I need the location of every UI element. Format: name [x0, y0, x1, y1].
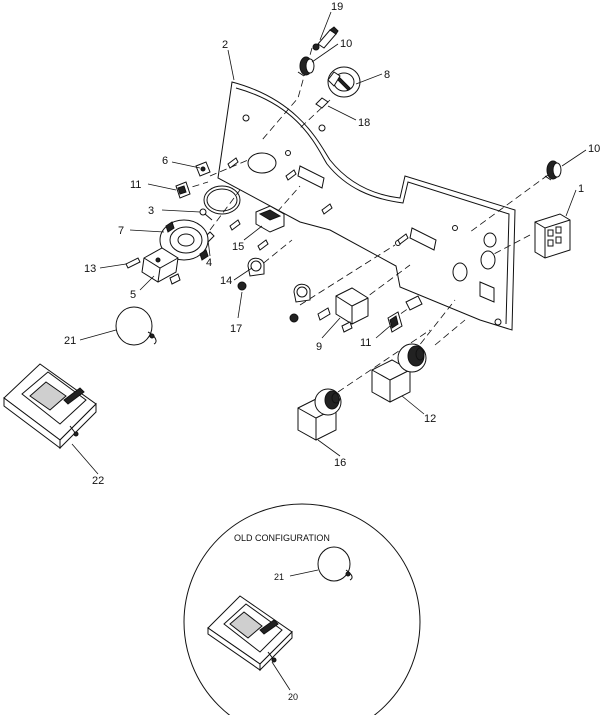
callout-4: 4 [206, 257, 212, 269]
callout-22: 22 [92, 475, 104, 487]
callout-1: 1 [578, 183, 584, 195]
callout-12: 12 [424, 413, 436, 425]
pins-near-panel [227, 157, 409, 251]
leader-lines [71, 11, 587, 691]
callout-21-inset: 21 [274, 572, 284, 582]
part-1-connector [534, 213, 571, 259]
small-rod [169, 273, 181, 285]
part-10-right [544, 160, 562, 181]
part-18-shaft [315, 97, 329, 109]
callout-8: 8 [384, 69, 390, 81]
part-10-top [297, 56, 315, 77]
part-17-nut [237, 281, 299, 323]
callout-labels: 19 10 2 8 18 10 1 6 11 3 7 4 13 5 15 14 … [64, 1, 600, 702]
part-16-switch [297, 388, 342, 441]
part-14-clamp [247, 257, 311, 303]
callout-5: 5 [130, 289, 136, 301]
part-8-knob [327, 66, 361, 98]
callout-10-right: 10 [588, 143, 600, 155]
part-11-left [175, 181, 191, 199]
callout-9: 9 [316, 341, 322, 353]
seal-ring [203, 185, 241, 215]
callout-16: 16 [334, 457, 346, 469]
callout-17: 17 [230, 323, 242, 335]
control-panel-part [217, 81, 516, 331]
part-3-screw [199, 208, 213, 221]
part-13-rod [125, 257, 141, 269]
callout-11-left: 11 [130, 179, 141, 191]
old-configuration-inset [183, 503, 421, 715]
callout-13: 13 [84, 263, 96, 275]
callout-6: 6 [162, 155, 168, 167]
callout-19: 19 [331, 1, 343, 13]
callout-14: 14 [220, 275, 232, 287]
part-19 [312, 26, 339, 51]
part-15-bracket [255, 205, 285, 233]
callout-11-right: 11 [360, 337, 371, 349]
part-11-right [387, 295, 423, 333]
part-22-board [3, 363, 97, 450]
callout-18: 18 [358, 117, 370, 129]
callout-10-top: 10 [340, 38, 352, 50]
callout-7: 7 [118, 225, 124, 237]
callout-2: 2 [222, 39, 228, 51]
inset-caption: OLD CONFIGURATION [234, 533, 330, 543]
part-9-relay [317, 287, 369, 333]
callout-3: 3 [148, 205, 154, 217]
callout-20: 20 [288, 692, 298, 702]
part-6-clip [195, 161, 211, 177]
part-7-housing [159, 219, 209, 261]
callout-21: 21 [64, 335, 76, 347]
part-5-base [141, 247, 179, 283]
part-21-sensor [115, 306, 157, 346]
callout-15: 15 [232, 241, 244, 253]
part-12-switch [371, 343, 427, 403]
